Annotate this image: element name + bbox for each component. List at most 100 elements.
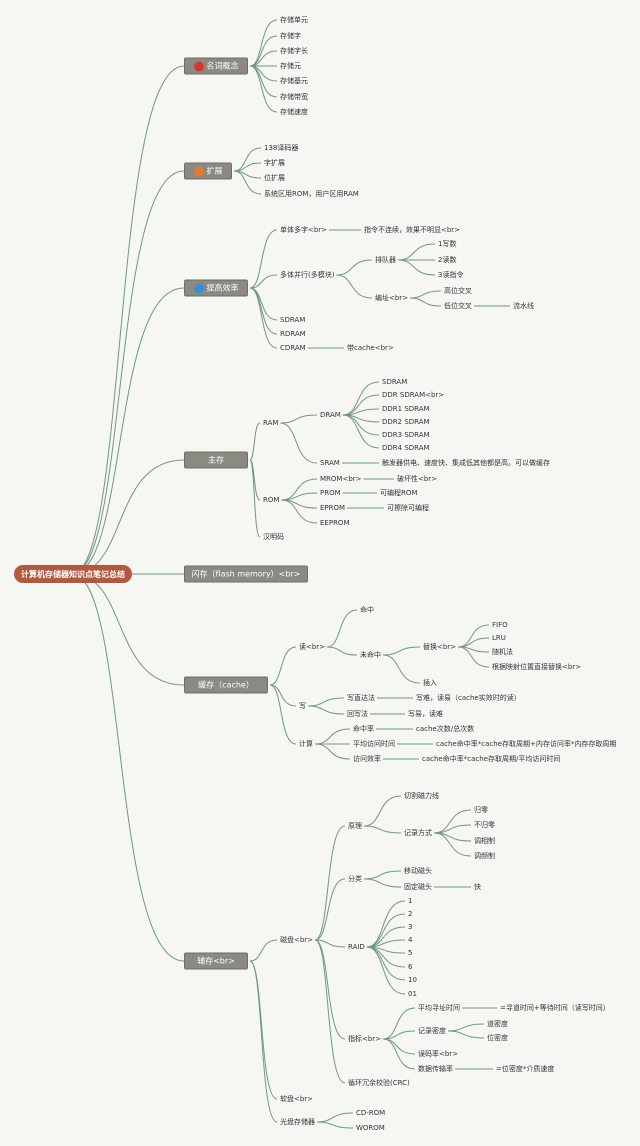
branch-expansion[interactable]: 扩展 (184, 162, 232, 180)
node-e1[interactable]: 138译码器 (264, 144, 299, 152)
branch-terminology[interactable]: 名词概念 (184, 57, 248, 75)
node-d1d2[interactable]: 记录密度 (418, 1027, 446, 1035)
node-m1a5[interactable]: DDR3 SDRAM (382, 431, 430, 439)
node-d1d3[interactable]: 误码率<br> (418, 1050, 459, 1058)
node-d1b1[interactable]: 移动磁头 (404, 867, 432, 875)
node-c3a1[interactable]: cache次数/总次数 (416, 725, 475, 733)
node-c1b1d[interactable]: 根据映射位置直接替换<br> (492, 663, 582, 671)
branch-efficiency[interactable]: 提高效率 (184, 279, 248, 297)
node-c3b[interactable]: 平均访问时间 (353, 740, 395, 748)
node-m1a2[interactable]: DDR SDRAM<br> (382, 391, 445, 399)
node-c1b[interactable]: 未命中 (360, 651, 381, 659)
node-m1[interactable]: RAM (263, 419, 279, 427)
node-c1b2[interactable]: 插入 (423, 679, 437, 687)
node-a2[interactable]: 存储字 (280, 32, 301, 40)
node-c2a[interactable]: 写直达法 (347, 694, 375, 702)
node-d1d4[interactable]: 数据传输率 (418, 1065, 453, 1073)
node-a7[interactable]: 存储速度 (280, 108, 308, 116)
node-t4[interactable]: RDRAM (280, 330, 306, 338)
node-t2[interactable]: 多体并行(多模块) (280, 271, 335, 279)
node-t2b1[interactable]: 高位交叉 (444, 287, 472, 295)
node-m1a6[interactable]: DDR4 SDRAM (382, 444, 430, 452)
node-d1b2a[interactable]: 快 (474, 883, 481, 891)
node-m2c1[interactable]: 可擦除可编程 (387, 504, 429, 512)
node-t5[interactable]: CDRAM (280, 344, 306, 352)
node-m2a[interactable]: MROM<br> (320, 475, 362, 483)
node-m2b1[interactable]: 可编程ROM (380, 489, 418, 497)
node-c3b1[interactable]: cache命中率*cache存取周期+内存访问率*内存存取周期 (436, 740, 617, 748)
node-e3[interactable]: 位扩展 (264, 174, 285, 182)
node-t2b2[interactable]: 低位交叉 (444, 302, 472, 310)
node-d3[interactable]: 光盘存储器 (280, 1118, 315, 1126)
node-d1a2[interactable]: 记录方式 (404, 829, 432, 837)
node-c3[interactable]: 计算 (299, 740, 313, 748)
node-t2a[interactable]: 排队器 (375, 256, 396, 264)
node-c2b1[interactable]: 写易，读难 (408, 710, 443, 718)
node-r3[interactable]: 3 (408, 923, 413, 931)
node-m2b[interactable]: PROM (320, 489, 341, 497)
branch-main-memory[interactable]: 主存 (184, 451, 248, 469)
node-m1b[interactable]: SRAM (320, 459, 340, 467)
node-e4[interactable]: 系统区用ROM，用户区用RAM (264, 190, 359, 198)
node-r10[interactable]: 10 (408, 976, 417, 984)
node-r2[interactable]: 2 (408, 910, 413, 918)
node-t3[interactable]: SDRAM (280, 316, 306, 324)
node-c1b1c[interactable]: 随机法 (492, 648, 513, 656)
node-c3a[interactable]: 命中率 (353, 725, 374, 733)
node-d1a1[interactable]: 切割磁力线 (404, 792, 439, 800)
node-t1a[interactable]: 指令不连续，效果不明显<br> (364, 226, 461, 234)
node-r1[interactable]: 1 (408, 897, 413, 905)
node-m1a3[interactable]: DDR1 SDRAM (382, 405, 430, 413)
node-d1d2a[interactable]: 道密度 (487, 1020, 508, 1028)
node-t2a1[interactable]: 1写数 (438, 240, 457, 248)
node-m2d[interactable]: EEPROM (320, 519, 350, 527)
node-c1b1[interactable]: 替换<br> (423, 643, 457, 651)
node-d2[interactable]: 软盘<br> (280, 1095, 314, 1103)
node-c2[interactable]: 写 (299, 702, 306, 710)
node-c3c1[interactable]: cache命中率*cache存取周期/平均访问时间 (422, 755, 561, 763)
node-t1[interactable]: 单体多字<br> (280, 226, 328, 234)
node-c1b1b[interactable]: LRU (492, 634, 506, 642)
node-a3[interactable]: 存储字长 (280, 47, 308, 55)
node-e2[interactable]: 字扩展 (264, 159, 285, 167)
node-d3b[interactable]: WOROM (356, 1124, 385, 1132)
node-c2b[interactable]: 回写法 (347, 710, 368, 718)
node-r4[interactable]: 4 (408, 936, 413, 944)
node-r01[interactable]: 01 (408, 990, 417, 998)
node-r5[interactable]: 5 (408, 949, 413, 957)
node-d1d[interactable]: 指标<br> (348, 1035, 382, 1043)
node-m1b1[interactable]: 触发器供电、速度快、集成低其他都是高。可以做缓存 (382, 459, 550, 467)
node-m1a1[interactable]: SDRAM (382, 378, 408, 386)
node-t2b[interactable]: 编址<br> (375, 294, 409, 302)
branch-flash-memory[interactable]: 闪存（flash memory）<br> (184, 565, 308, 583)
node-t2b2a[interactable]: 流水线 (513, 302, 534, 310)
node-m1a4[interactable]: DDR2 SDRAM (382, 418, 430, 426)
node-d1e[interactable]: 循环冗余校验(CRC) (348, 1079, 410, 1087)
root-topic[interactable]: 计算机存储器知识点笔记总结 (14, 565, 132, 583)
node-d1d2b[interactable]: 位密度 (487, 1034, 508, 1042)
branch-cache[interactable]: 缓存（cache） (184, 676, 268, 694)
node-m2a1[interactable]: 破坏性<br> (397, 475, 438, 483)
node-a6[interactable]: 存储带宽 (280, 93, 308, 101)
node-d1d4a[interactable]: =位密度*介质速度 (496, 1065, 555, 1073)
node-m3[interactable]: 汉明码 (263, 533, 284, 541)
node-d1a[interactable]: 原理 (348, 822, 362, 830)
node-r6[interactable]: 6 (408, 963, 413, 971)
node-d3a[interactable]: CD-ROM (356, 1109, 386, 1117)
node-a5[interactable]: 存储基元 (280, 77, 308, 85)
node-d1a2a[interactable]: 归零 (474, 806, 488, 814)
node-a4[interactable]: 存储元 (280, 62, 301, 70)
node-d1d1a[interactable]: =寻道时间+等待时间（读写时间） (500, 1004, 610, 1012)
node-d1c[interactable]: RAID (348, 943, 365, 951)
node-m2c[interactable]: EPROM (320, 504, 346, 512)
node-d1a2c[interactable]: 调相制 (474, 837, 495, 845)
node-c2a1[interactable]: 写难，读易（cache实效时的读） (416, 694, 521, 702)
branch-auxiliary-storage[interactable]: 辅存<br> (184, 952, 248, 970)
node-t2a3[interactable]: 3读指令 (438, 271, 464, 279)
node-t5a[interactable]: 带cache<br> (347, 344, 394, 352)
node-m1a[interactable]: DRAM (320, 411, 341, 419)
node-d1a2d[interactable]: 调频制 (474, 852, 495, 860)
node-a1[interactable]: 存储单元 (280, 16, 308, 24)
node-m2[interactable]: ROM (263, 496, 280, 504)
node-d1b2[interactable]: 固定磁头 (404, 883, 432, 891)
